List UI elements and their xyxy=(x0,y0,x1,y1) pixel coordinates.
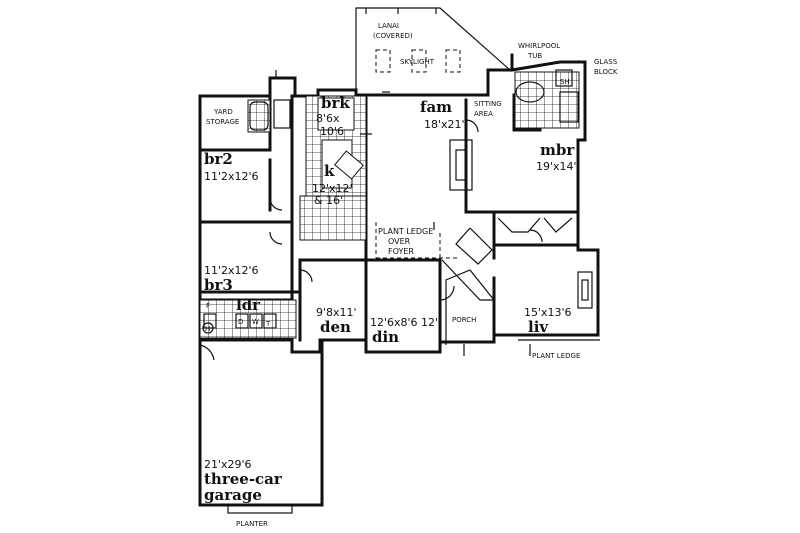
den-dims: 9'8x11' xyxy=(316,306,357,319)
br3-name: br3 xyxy=(204,276,233,294)
foyer-porch xyxy=(375,222,600,345)
din-name: din xyxy=(372,328,399,346)
den-name: den xyxy=(320,318,351,336)
garage-name: three-car xyxy=(204,470,283,488)
br2-dims: 11'2x12'6 xyxy=(204,170,259,183)
sitting-label: SITTING xyxy=(474,100,502,108)
porch-label: PORCH xyxy=(452,316,476,324)
over-label: OVER xyxy=(388,237,411,246)
w-label: W xyxy=(252,318,259,326)
fam-name: fam xyxy=(420,98,452,116)
lanai-outline xyxy=(355,7,511,95)
k-dims2: & 16' xyxy=(314,194,343,207)
laundry-fixtures xyxy=(199,299,297,339)
sh-label: SH xyxy=(560,78,570,86)
brk-dims: 8'6x xyxy=(316,112,340,125)
section-arrows xyxy=(275,70,531,356)
area-label: AREA xyxy=(474,110,493,118)
liv-name: liv xyxy=(528,318,549,336)
br3-dims: 11'2x12'6 xyxy=(204,264,259,277)
din-dims: 12'6x8'6 12' xyxy=(370,316,438,329)
tub-label: TUB xyxy=(527,52,542,60)
fam-dims: 18'x21' xyxy=(424,118,465,131)
br2-name: br2 xyxy=(204,150,233,168)
glass-label: GLASS xyxy=(594,58,618,66)
plant-ledge-label: PLANT LEDGE xyxy=(532,352,580,360)
liv-dims: 15'x13'6 xyxy=(524,306,572,319)
foyer-label: FOYER xyxy=(388,247,414,256)
block-label: BLOCK xyxy=(594,68,618,76)
skylight-label: SKYLIGHT xyxy=(400,58,435,66)
planter-label: PLANTER xyxy=(236,520,268,528)
k-dims: 12'x12' xyxy=(312,182,353,195)
door-swings xyxy=(199,119,543,361)
lanai-label: LANAI xyxy=(378,22,399,30)
lanai-sub-label: (COVERED) xyxy=(373,32,413,40)
kitchen-tile xyxy=(299,95,367,241)
k-name: k xyxy=(324,162,335,180)
whirlpool-label: WHIRLPOOL xyxy=(518,42,560,50)
ldr-name: ldr xyxy=(236,296,261,314)
mbr-dims: 19'x14' xyxy=(536,160,577,173)
f-label: F xyxy=(206,302,210,310)
room-labels: LANAI (COVERED) SKYLIGHT WHIRLPOOL TUB G… xyxy=(204,22,618,528)
storage-label: STORAGE xyxy=(206,118,239,126)
master-bath xyxy=(514,69,580,129)
master-closets xyxy=(497,217,573,233)
mbr-name: mbr xyxy=(540,141,575,159)
fireplaces xyxy=(449,139,593,309)
planter xyxy=(227,504,293,514)
brk-name: brk xyxy=(321,94,350,112)
garage-dims: 21'x29'6 xyxy=(204,458,252,471)
brk-dims2: 10'6 xyxy=(320,125,344,138)
hall-bath xyxy=(247,99,291,133)
garage-name2: garage xyxy=(204,486,262,504)
t-label: T xyxy=(265,320,271,328)
plant-ledge-over-label: PLANT LEDGE xyxy=(378,227,433,236)
d-label: D xyxy=(238,318,243,326)
yard-label: YARD xyxy=(213,108,233,116)
h-label: H xyxy=(205,325,210,333)
